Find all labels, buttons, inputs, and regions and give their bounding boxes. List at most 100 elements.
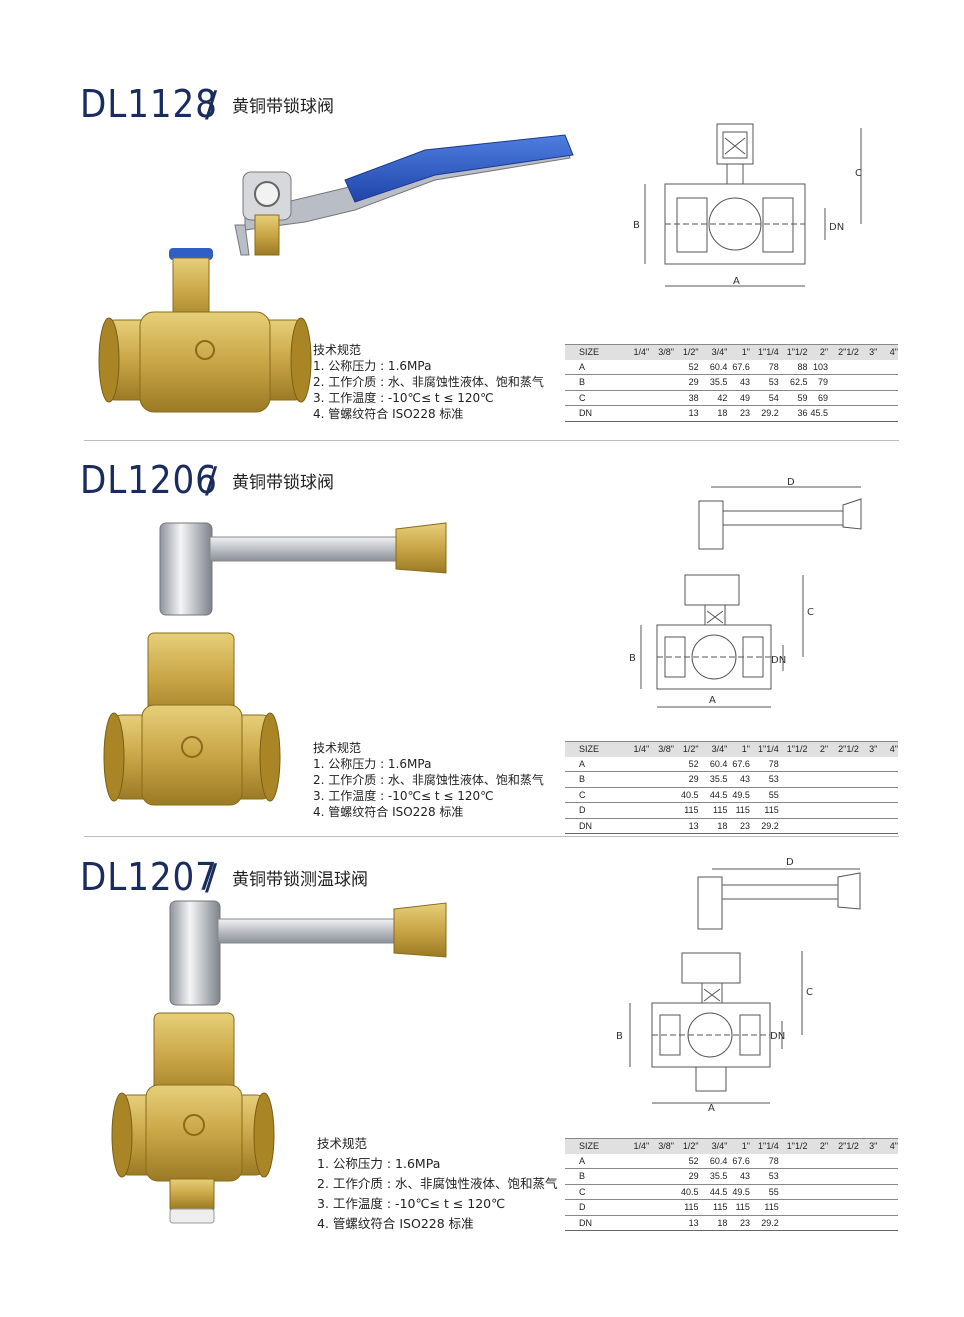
size-table-cell: 115 xyxy=(749,1199,779,1216)
size-table-cell xyxy=(858,1153,878,1169)
size-table-cell xyxy=(877,374,898,391)
size-table-cell: 1" xyxy=(727,1138,750,1154)
size-table-cell: 2" xyxy=(807,1138,829,1154)
size-table-cell: 1/4" xyxy=(624,1138,650,1154)
spec-item: 3. 工作温度 : -10℃≤ t ≤ 120℃ xyxy=(313,391,494,405)
size-table-cell: 1"1/2 xyxy=(778,1138,808,1154)
size-table-cell: C xyxy=(565,1184,625,1200)
size-table-cell xyxy=(858,374,878,391)
size-table-cell: 52 xyxy=(673,756,699,772)
size-table-cell: 55 xyxy=(749,1184,779,1200)
size-table-cell: 3/4" xyxy=(698,741,728,757)
size-table-cell: 1"1/4 xyxy=(749,1138,779,1154)
size-table-cell: 29.2 xyxy=(749,1215,779,1231)
size-table-cell: 60.4 xyxy=(698,359,728,375)
size-table-cell xyxy=(649,818,674,834)
size-table-cell xyxy=(877,1199,898,1216)
size-table-cell xyxy=(828,818,859,834)
size-table-cell xyxy=(877,818,898,834)
size-table-cell xyxy=(649,390,674,406)
size-table-cell xyxy=(649,405,674,422)
size-table-cell: 13 xyxy=(673,405,699,422)
size-table-cell xyxy=(828,771,859,788)
size-table-cell: 1"1/2 xyxy=(778,344,808,360)
size-table-cell xyxy=(858,787,878,803)
size-table-cell: 49.5 xyxy=(727,787,750,803)
size-table-cell: 49 xyxy=(727,390,750,406)
size-table-cell: 1/4" xyxy=(624,741,650,757)
size-table-cell xyxy=(649,802,674,819)
spec-title: 技术规范 xyxy=(313,741,362,755)
spec-title: 技术规范 xyxy=(313,343,362,357)
size-table-cell xyxy=(807,1199,829,1216)
size-table-cell: D xyxy=(565,802,625,819)
size-table-cell: 60.4 xyxy=(698,1153,728,1169)
size-table-cell xyxy=(624,818,650,834)
size-table-cell xyxy=(778,771,808,788)
size-table-cell xyxy=(858,390,878,406)
size-table-cell xyxy=(624,1199,650,1216)
spec-item: 2. 工作介质 : 水、非腐蚀性液体、饱和蒸气 xyxy=(313,773,544,787)
size-table-cell xyxy=(828,756,859,772)
size-table-cell xyxy=(649,1153,674,1169)
model-title: DL1128 xyxy=(80,82,218,126)
size-table-cell xyxy=(807,787,829,803)
size-table-cell: C xyxy=(565,390,625,406)
size-table-cell: 3/4" xyxy=(698,1138,728,1154)
size-table-cell: 29 xyxy=(673,1168,699,1185)
size-table-cell xyxy=(877,1153,898,1169)
size-table-cell xyxy=(877,787,898,803)
size-table-cell: 3/8" xyxy=(649,741,674,757)
spec-item: 1. 公称压力 : 1.6MPa xyxy=(313,757,432,771)
size-table-cell: 43 xyxy=(727,771,750,788)
size-table-cell: SIZE xyxy=(565,1138,625,1154)
product-subtitle: 黄铜带锁球阀 xyxy=(232,97,334,117)
svg-text:C: C xyxy=(855,168,862,179)
size-table-cell: 1"1/4 xyxy=(749,344,779,360)
size-table-cell: 18 xyxy=(698,405,728,422)
spec-item: 3. 工作温度 : -10℃≤ t ≤ 120℃ xyxy=(317,1196,506,1211)
size-table-cell: 3/4" xyxy=(698,344,728,360)
size-table-cell xyxy=(649,1168,674,1185)
model-title: DL1206 xyxy=(80,458,218,502)
size-table-cell xyxy=(778,756,808,772)
spec-list: 技术规范 1. 公称压力 : 1.6MPa 2. 工作介质 : 水、非腐蚀性液体… xyxy=(313,342,544,422)
size-table-cell: 1" xyxy=(727,344,750,360)
size-table-cell xyxy=(877,390,898,406)
size-table-cell: 88 xyxy=(778,359,808,375)
spec-item: 2. 工作介质 : 水、非腐蚀性液体、饱和蒸气 xyxy=(313,375,544,389)
size-table-cell: 13 xyxy=(673,1215,699,1231)
size-table-cell xyxy=(828,405,859,422)
size-table-cell: 67.6 xyxy=(727,359,750,375)
size-table-cell xyxy=(624,390,650,406)
size-table-cell xyxy=(807,756,829,772)
size-table-cell: 35.5 xyxy=(698,771,728,788)
size-table-cell xyxy=(649,1215,674,1231)
size-table-cell xyxy=(778,818,808,834)
size-table-cell: 52 xyxy=(673,1153,699,1169)
svg-text:B: B xyxy=(616,1031,623,1042)
size-table-cell: C xyxy=(565,787,625,803)
size-table-cell: 43 xyxy=(727,374,750,391)
svg-text:B: B xyxy=(629,653,636,664)
size-table-cell: 78 xyxy=(749,756,779,772)
size-table-cell: 35.5 xyxy=(698,1168,728,1185)
size-table-cell xyxy=(649,756,674,772)
size-table-cell: A xyxy=(565,359,625,375)
svg-text:DN: DN xyxy=(770,1031,785,1042)
size-table-cell xyxy=(649,374,674,391)
title-slash: / xyxy=(205,857,218,898)
svg-text:A: A xyxy=(733,276,740,287)
size-table-cell xyxy=(858,818,878,834)
svg-text:C: C xyxy=(807,607,814,618)
size-table-cell xyxy=(807,771,829,788)
size-table-cell xyxy=(877,756,898,772)
spec-item: 2. 工作介质 : 水、非腐蚀性液体、饱和蒸气 xyxy=(317,1176,558,1191)
